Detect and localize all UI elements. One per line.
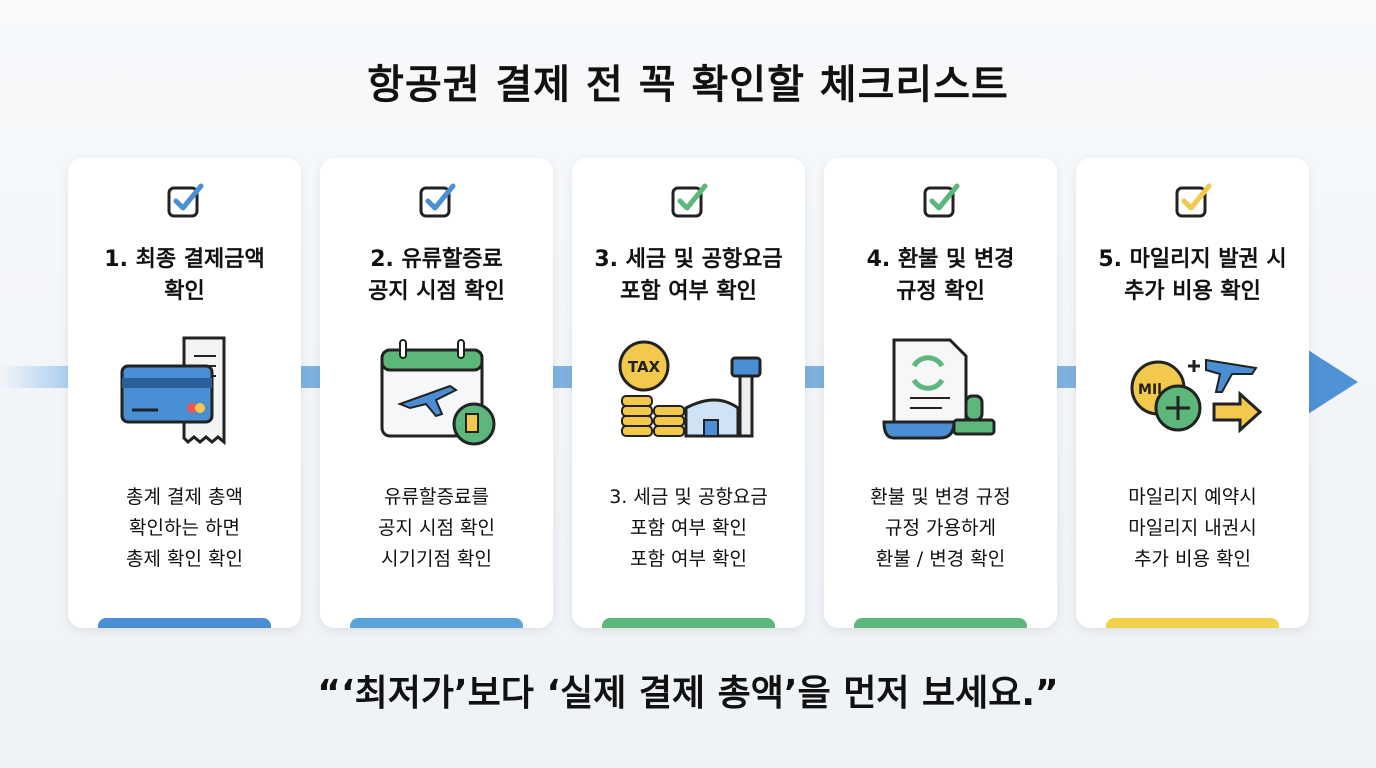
card-accent-bar: [1106, 618, 1279, 628]
credit-card-receipt-icon: [120, 336, 226, 446]
bottom-quote: “‘최저가’보다 ‘실제 결제 총액’을 먼저 보세요.”: [317, 673, 1059, 714]
tax-coins-airport-icon: TAX: [618, 340, 762, 438]
card-accent-bar: [602, 618, 775, 628]
flow-connector: [552, 366, 574, 388]
calendar-plane-fuel-icon: [380, 339, 496, 446]
mileage-label: MIl: [1138, 382, 1162, 398]
checkbox-checked-icon: [671, 183, 708, 218]
card-accent-bar: [854, 618, 1027, 628]
flow-connector: [300, 366, 322, 388]
checkbox-checked-icon: [419, 183, 456, 218]
tax-label: TAX: [628, 358, 661, 376]
flow-connector: [1056, 366, 1078, 388]
flow-connector: [804, 366, 826, 388]
card-accent-bar: [98, 618, 271, 628]
checkbox-checked-icon: [167, 183, 204, 218]
page-title: 항공권 결제 전 꼭 확인할 체크리스트: [367, 62, 1009, 108]
flow-line-start: [0, 366, 70, 388]
flow-arrow-icon: [1308, 350, 1358, 414]
document-refresh-stamp-icon: [882, 338, 996, 440]
checkbox-checked-icon: [923, 183, 960, 218]
card-accent-bar: [350, 618, 523, 628]
mileage-plus-plane-icon: MIl: [1130, 358, 1262, 434]
checkbox-checked-icon: [1175, 183, 1212, 218]
